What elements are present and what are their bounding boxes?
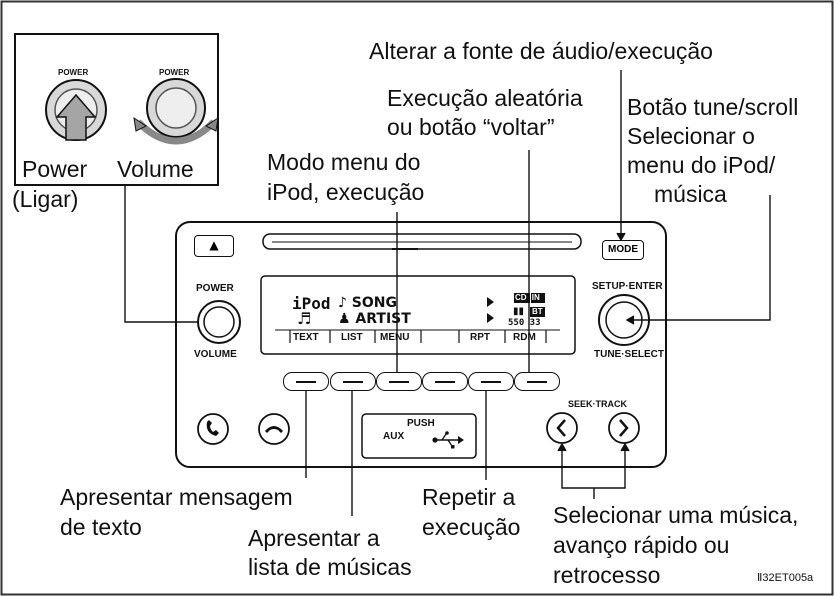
setup-enter-label: SETUP·ENTER xyxy=(592,281,663,292)
inset-power-knob-label: POWER xyxy=(58,68,89,77)
callout-repetir-line2: execução xyxy=(422,514,521,540)
callout-volume: Volume xyxy=(117,156,194,182)
chevron-right-icon xyxy=(619,419,629,437)
softkey-3-menu-button[interactable] xyxy=(376,372,422,391)
callout-apresentar-msg-line2: de texto xyxy=(60,514,142,540)
softkey-label-menu: MENU xyxy=(380,332,410,343)
display-music-icon: ♬ xyxy=(297,309,312,328)
mode-button[interactable]: MODE xyxy=(602,240,644,260)
tune-select-label: TUNE·SELECT xyxy=(594,349,664,360)
softkey-5-rpt-button[interactable] xyxy=(468,372,514,391)
softkey-label-text: TEXT xyxy=(293,332,319,343)
display-indicator-bt: BT xyxy=(532,307,543,316)
power-knob-label: POWER xyxy=(196,283,234,294)
volume-knob-label: VOLUME xyxy=(194,349,237,360)
callout-tune-line4: música xyxy=(654,181,727,207)
lcd-display xyxy=(260,275,576,355)
display-indicator-numbers: 550 33 xyxy=(508,318,541,328)
seek-track-label: SEEK·TRACK xyxy=(568,399,628,409)
callout-apresentar-lista-line2: lista de músicas xyxy=(248,554,412,580)
callout-tune-line2: Selecionar o xyxy=(627,123,755,149)
phone-hangup-button xyxy=(258,413,290,445)
chevron-left-icon xyxy=(556,419,566,437)
callout-power: Power xyxy=(22,156,88,182)
display-indicator-cd-in: CD IN xyxy=(515,293,540,302)
display-ipod-text: iPod xyxy=(292,294,331,313)
softkey-label-list: LIST xyxy=(341,332,363,343)
seek-back-button xyxy=(546,412,578,444)
inset-power-knob xyxy=(45,79,107,141)
softkey-2-list-button[interactable] xyxy=(330,372,376,391)
callout-apresentar-msg-line1: Apresentar mensagem xyxy=(60,484,293,510)
callout-tune-line3: menu do iPod/ xyxy=(627,152,776,178)
callout-apresentar-lista-line1: Apresentar a xyxy=(248,525,380,551)
callout-tune-line1: Botão tune/scroll xyxy=(627,94,799,120)
display-artist-text: ♟ ARTIST xyxy=(338,311,411,327)
usb-icon xyxy=(432,431,464,449)
seek-forward-button xyxy=(608,412,640,444)
callout-ligar: (Ligar) xyxy=(12,186,79,212)
aux-usb-panel xyxy=(361,413,477,459)
softkey-label-rdm: RDM xyxy=(513,332,536,343)
softkey-4-button[interactable] xyxy=(422,372,468,391)
phone-icon xyxy=(206,420,219,436)
inset-volume-knob-label: POWER xyxy=(159,68,190,77)
callout-selecionar-line3: retrocesso xyxy=(553,562,661,588)
press-arrow-icon xyxy=(55,93,97,141)
softkey-1-text-button[interactable] xyxy=(283,372,329,391)
aux-label: AUX xyxy=(383,431,405,442)
inset-volume-knob xyxy=(133,78,219,145)
rotate-arrow-icon xyxy=(135,119,217,145)
softkey-6-rdm-button[interactable] xyxy=(514,372,560,391)
callout-modo-menu-line1: Modo menu do xyxy=(267,149,421,175)
callout-alterar-fonte: Alterar a fonte de áudio/execução xyxy=(369,38,713,64)
display-song-text: ♪ SONG xyxy=(338,295,398,311)
eject-button[interactable]: ▲ xyxy=(194,235,234,257)
callout-selecionar-line1: Selecionar uma música, xyxy=(553,502,799,528)
display-signal-icon: ▮▮ xyxy=(513,306,525,317)
phone-call-button xyxy=(197,413,229,445)
power-volume-knob xyxy=(197,300,241,344)
mode-button-label: MODE xyxy=(608,244,638,255)
hangup-icon xyxy=(265,426,283,433)
eject-icon: ▲ xyxy=(209,238,219,252)
callout-selecionar-line2: avanço rápido ou xyxy=(553,532,730,558)
callout-modo-menu-line2: iPod, execução xyxy=(267,179,425,205)
callout-aleatoria-line1: Execução aleatória xyxy=(387,85,583,111)
push-label: PUSH xyxy=(407,418,435,429)
figure-code: Ⅱ32ET005a xyxy=(757,572,814,584)
callout-repetir-line1: Repetir a xyxy=(422,484,516,510)
callout-aleatoria-line2: ou botão “voltar” xyxy=(387,114,555,140)
softkey-label-rpt: RPT xyxy=(470,332,490,343)
tune-select-knob xyxy=(598,294,650,346)
